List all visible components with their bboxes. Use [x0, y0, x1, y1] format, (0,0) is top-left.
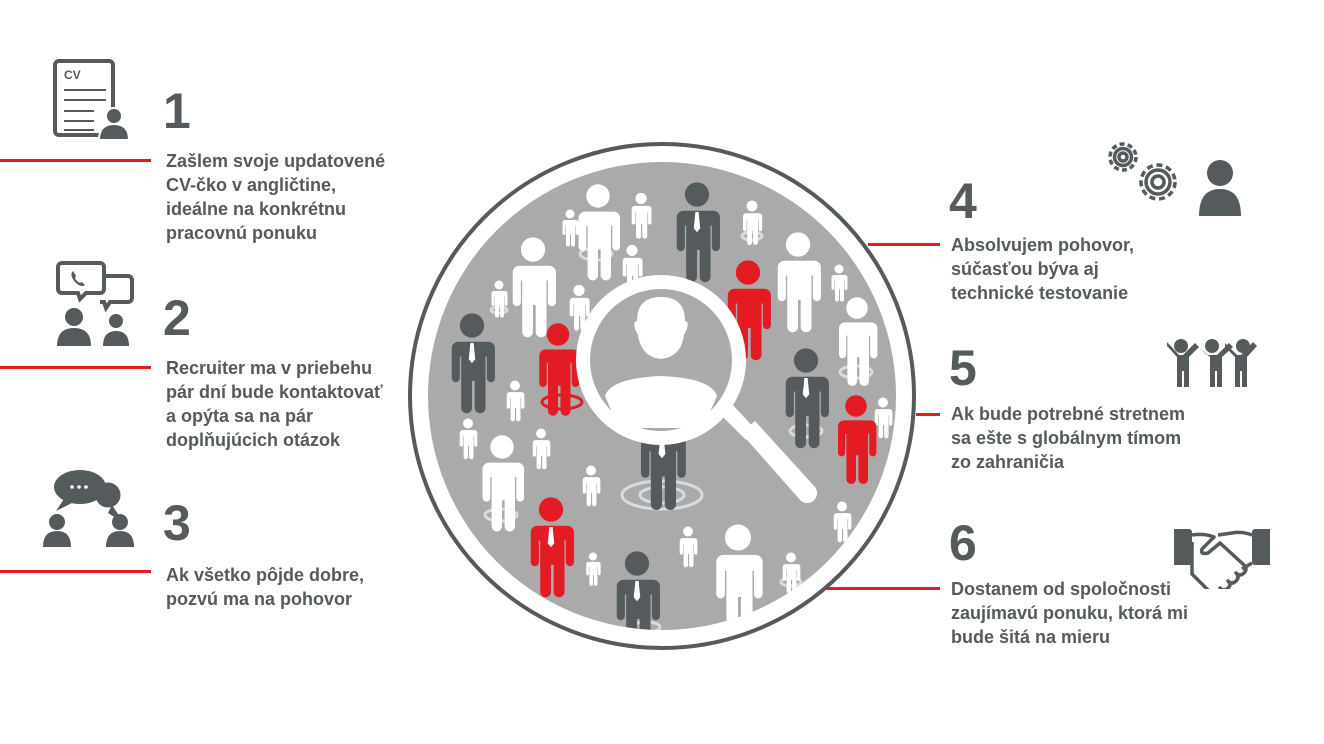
- step-2-description: Recruiter ma v priebehu pár dní bude kon…: [166, 356, 383, 452]
- cv-document-person-icon: CV: [52, 58, 132, 140]
- step-1-line-3: ideálne na konkrétnu: [166, 199, 347, 219]
- step-5-connector-line: [916, 413, 940, 416]
- step-1-connector-line: [0, 159, 151, 162]
- step-4-line-3: technické testovanie: [951, 283, 1129, 303]
- step-2-line-4: doplňujúcich otázok: [166, 430, 340, 450]
- step-3-description: Ak všetko pôjde dobre, pozvú ma na pohov…: [166, 563, 364, 611]
- step-1-description: Zašlem svoje updatovené CV-čko v angličt…: [166, 149, 385, 245]
- step-6-line-1: Dostanem od spoločnosti: [951, 579, 1172, 599]
- step-5-description: Ak bude potrebné stretnem sa ešte s glob…: [951, 402, 1185, 474]
- step-1-line-4: pracovnú ponuku: [166, 223, 318, 243]
- step-1-line-1: Zašlem svoje updatovené: [166, 151, 386, 171]
- cv-label: CV: [64, 68, 81, 82]
- step-6-line-2: zaujímavú ponuku, ktorá mi: [951, 603, 1189, 623]
- step-5-line-1: Ak bude potrebné stretnem: [951, 404, 1186, 424]
- step-3-number: 3: [163, 495, 191, 551]
- step-1-number: 1: [163, 83, 191, 139]
- step-4-number: 4: [949, 173, 977, 229]
- step-1-line-2: CV-čko v angličtine,: [166, 175, 337, 195]
- step-2-line-3: a opýta sa na pár: [166, 406, 314, 426]
- handshake-icon: [1174, 527, 1270, 589]
- step-3-connector-line: [0, 570, 151, 573]
- step-2-line-1: Recruiter ma v priebehu: [166, 358, 373, 378]
- team-people-icon: [1164, 337, 1262, 391]
- step-4-line-2: súčasťou býva aj: [951, 259, 1099, 279]
- magnifier-candidate-search-icon: [576, 275, 817, 503]
- step-6-connector-line: [826, 587, 940, 590]
- conversation-two-people-icon: [42, 467, 138, 549]
- candidate-crowd-search-illustration: [405, 139, 919, 653]
- step-6-line-3: bude šitá na mieru: [951, 627, 1111, 647]
- step-2-line-2: pár dní bude kontaktovať: [166, 382, 383, 402]
- phone-chat-two-people-icon: [52, 260, 136, 346]
- step-6-description: Dostanem od spoločnosti zaujímavú ponuku…: [951, 577, 1188, 649]
- step-5-line-3: zo zahraničia: [951, 452, 1065, 472]
- step-6-number: 6: [949, 515, 977, 571]
- step-3-line-2: pozvú ma na pohovor: [166, 589, 353, 609]
- step-5-line-2: sa ešte s globálnym tímom: [951, 428, 1182, 448]
- step-4-description: Absolvujem pohovor, súčasťou býva aj tec…: [951, 233, 1134, 305]
- step-2-number: 2: [163, 290, 191, 346]
- gears-person-icon: [1103, 137, 1241, 219]
- step-5-number: 5: [949, 340, 977, 396]
- step-3-line-1: Ak všetko pôjde dobre,: [166, 565, 365, 585]
- step-2-connector-line: [0, 366, 151, 369]
- step-4-connector-line: [868, 243, 940, 246]
- step-4-line-1: Absolvujem pohovor,: [951, 235, 1135, 255]
